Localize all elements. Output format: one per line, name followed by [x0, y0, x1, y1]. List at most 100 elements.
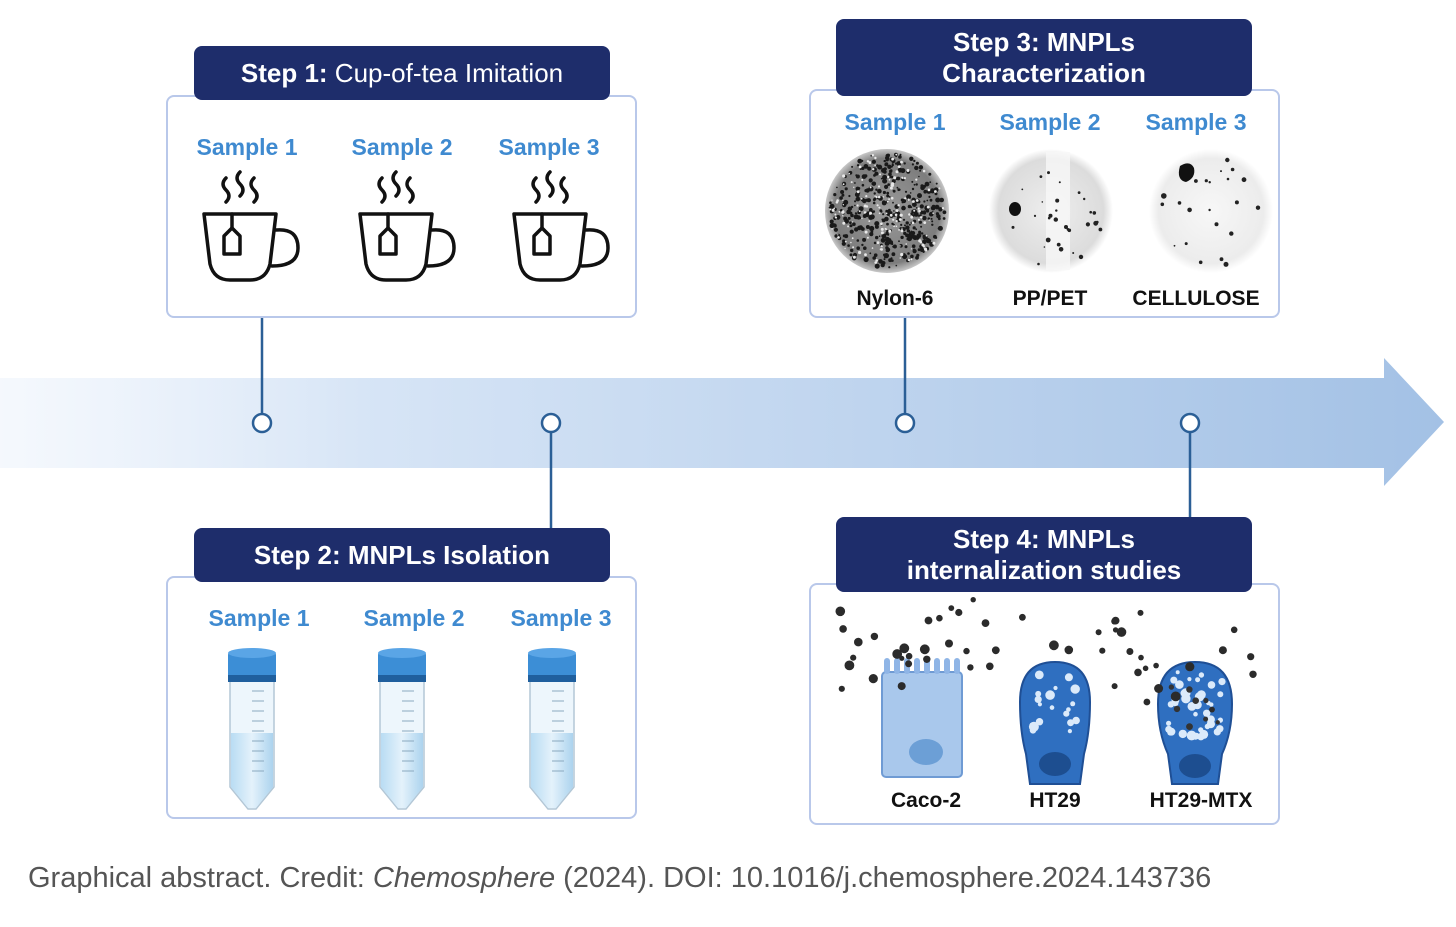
texture-dot [896, 176, 901, 181]
texture-dot [1220, 170, 1222, 173]
texture-dot [900, 160, 903, 164]
texture-dot [874, 261, 877, 264]
texture-dot [932, 212, 934, 214]
cell-particle [1168, 684, 1175, 690]
cell-particle [1207, 681, 1216, 689]
texture-dot [926, 238, 932, 244]
texture-dot [880, 231, 884, 235]
texture-dot [858, 216, 862, 220]
texture-dot [929, 198, 933, 202]
texture-dot [1223, 261, 1229, 267]
texture-dot [877, 188, 882, 194]
texture-dot [860, 227, 865, 231]
cell-particle [1198, 672, 1205, 678]
texture-dot [885, 212, 888, 215]
microscopy-image-pp-pet [989, 149, 1113, 273]
texture-dot [1043, 246, 1046, 248]
texture-dot [912, 200, 915, 203]
texture-dot [842, 183, 845, 186]
texture-dot [881, 218, 884, 221]
cell-particle [1216, 725, 1224, 733]
texture-dot [891, 179, 896, 184]
texture-dot [830, 223, 835, 227]
texture-dot [872, 256, 876, 260]
cell-particle [854, 637, 863, 647]
texture-dot [1077, 191, 1081, 194]
texture-dot [893, 210, 895, 212]
texture-dot [915, 161, 919, 165]
texture-dot [925, 234, 928, 237]
texture-dot [874, 224, 879, 229]
cell-particle [1178, 729, 1187, 739]
texture-dot [1037, 262, 1040, 266]
texture-dot [915, 207, 918, 209]
texture-dot [868, 161, 872, 165]
cell-particle [892, 649, 903, 659]
texture-dot [868, 208, 873, 212]
centrifuge-tube-icon [378, 648, 426, 810]
texture-dot [869, 225, 875, 232]
texture-dot [875, 235, 879, 240]
texture-dot [898, 229, 900, 231]
cell-particle [1206, 720, 1215, 729]
texture-dot [1058, 181, 1061, 184]
texture-dot [910, 212, 913, 216]
texture-dot [937, 217, 941, 221]
texture-dot [859, 168, 862, 170]
texture-dot [1230, 167, 1235, 172]
texture-dot [931, 204, 936, 209]
graphical-abstract: Step 1: Cup-of-tea Imitation Sample 1 Sa… [0, 19, 1444, 825]
texture-dot [917, 207, 920, 210]
texture-dot [887, 164, 892, 169]
step3-sample-label: Sample 3 [1145, 109, 1247, 135]
texture-dot [1033, 214, 1037, 217]
texture-dot [923, 210, 926, 213]
texture-dot [898, 218, 902, 221]
texture-dot [892, 218, 895, 221]
texture-dot [874, 164, 876, 166]
texture-dot [901, 228, 903, 230]
texture-dot [915, 235, 920, 240]
cell-particle [1218, 678, 1226, 686]
texture-dot [875, 188, 878, 191]
texture-dot [905, 225, 910, 230]
texture-dot [834, 234, 838, 238]
cell-particle [1019, 613, 1026, 621]
texture-dot [911, 244, 916, 248]
texture-dot [833, 207, 835, 210]
cell-particle [905, 660, 913, 668]
texture-dot [877, 195, 881, 199]
texture-dot [910, 258, 913, 261]
texture-dot [885, 231, 889, 236]
texture-dot [871, 247, 874, 249]
cell-particle [1215, 720, 1220, 725]
texture-dot [857, 158, 863, 164]
texture-dot [869, 214, 875, 220]
cell-particle [1247, 653, 1255, 661]
texture-dot [913, 212, 919, 217]
texture-dot [935, 182, 938, 185]
texture-dot [1241, 177, 1247, 183]
texture-dot [852, 246, 855, 249]
texture-dot [880, 237, 886, 243]
texture-dot [927, 217, 931, 220]
texture-dot [862, 237, 867, 242]
texture-dot [915, 228, 918, 231]
connector-lines [251, 318, 1201, 528]
texture-dot [858, 206, 864, 212]
texture-dot [895, 153, 898, 156]
cell-particle [1028, 721, 1039, 732]
texture-dot [915, 178, 918, 181]
texture-dot [918, 175, 920, 178]
texture-dot [911, 231, 916, 236]
texture-dot [907, 252, 910, 255]
texture-dot [897, 204, 900, 207]
cell-particle [868, 674, 878, 684]
cell-particle [1142, 665, 1149, 672]
texture-dot [1041, 201, 1044, 203]
texture-dot [879, 173, 882, 176]
texture-dot [829, 208, 832, 211]
texture-dot [897, 165, 901, 168]
cell-particle [839, 625, 847, 633]
texture-dot [919, 204, 924, 209]
